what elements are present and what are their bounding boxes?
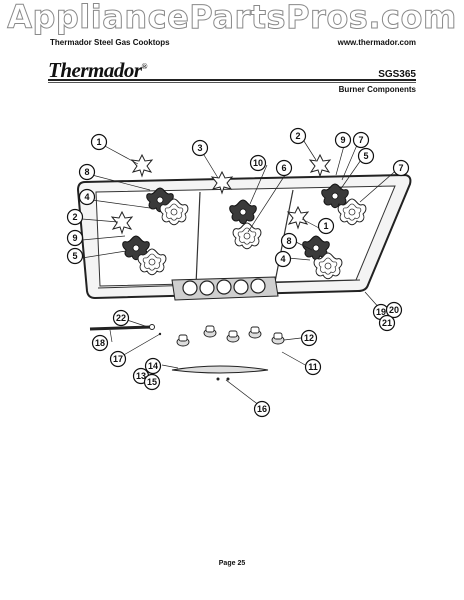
- callout-3-label: 3: [197, 143, 202, 153]
- brand-mark: ®: [141, 62, 148, 71]
- callout-8b-label: 8: [286, 236, 291, 246]
- callout-6-label: 6: [281, 163, 286, 173]
- callout-7a-label: 7: [358, 135, 363, 145]
- loose-parts: [89, 324, 285, 381]
- website: www.thermador.com: [337, 38, 416, 47]
- watermark: AppliancePartsPros.com: [7, 0, 457, 36]
- header-rule-thin: [48, 82, 416, 83]
- callout-16: 16: [253, 400, 271, 418]
- callout-21-label: 21: [382, 318, 392, 328]
- callout-18: 18: [91, 334, 109, 352]
- callout-8a-label: 8: [84, 167, 89, 177]
- callout-1a-label: 1: [96, 137, 101, 147]
- section-title: Burner Components: [338, 85, 416, 94]
- callout-1b-label: 1: [323, 221, 328, 231]
- callout-13-label: 13: [136, 371, 146, 381]
- callout-10-label: 10: [253, 158, 263, 168]
- callout-9a: 9: [66, 229, 84, 247]
- callout-8a: 8: [78, 163, 96, 181]
- callout-17: 17: [109, 350, 127, 368]
- callout-9b-label: 9: [340, 135, 345, 145]
- header-rule: [48, 79, 416, 81]
- callout-22: 22: [112, 309, 130, 327]
- callout-2b-label: 2: [295, 131, 300, 141]
- callout-12-label: 12: [304, 333, 314, 343]
- callout-7b: 7: [392, 159, 410, 177]
- callout-8b: 8: [280, 232, 298, 250]
- page-number: Page 25: [218, 560, 246, 567]
- callout-4b: 4: [274, 250, 292, 268]
- callout-21: 21: [378, 314, 396, 332]
- callout-9b: 9: [334, 131, 352, 149]
- callout-1a: 1: [90, 133, 108, 151]
- callout-5b-label: 5: [363, 151, 368, 161]
- exploded-parts-diagram: 1 8 4 2 9 5 3 10 6 2 9 7 5 7 1 8 4 19 20…: [66, 127, 412, 418]
- callout-4b-label: 4: [280, 254, 285, 264]
- callout-16-label: 16: [257, 404, 267, 414]
- callout-6: 6: [275, 159, 293, 177]
- callout-12: 12: [300, 329, 318, 347]
- callout-2a-label: 2: [72, 212, 77, 222]
- callout-5a-label: 5: [72, 251, 77, 261]
- callout-19-label: 19: [376, 307, 386, 317]
- callout-20: 20: [385, 301, 403, 319]
- callout-1b: 1: [317, 217, 335, 235]
- product-line: Thermador Steel Gas Cooktops: [50, 38, 170, 47]
- callout-9a-label: 9: [72, 233, 77, 243]
- callout-22-label: 22: [116, 313, 126, 323]
- control-panel: [171, 276, 279, 301]
- callout-10: 10: [249, 154, 267, 172]
- callout-17-label: 17: [113, 354, 123, 364]
- callout-5a: 5: [66, 247, 84, 265]
- callout-11-label: 11: [308, 362, 318, 372]
- callout-14: 14: [144, 357, 162, 375]
- callout-7a: 7: [352, 131, 370, 149]
- model-number: SGS365: [378, 69, 416, 80]
- brand-logo: Thermador®: [48, 58, 148, 83]
- callout-14-label: 14: [148, 361, 158, 371]
- callout-2a: 2: [66, 208, 84, 226]
- callout-11: 11: [304, 358, 322, 376]
- callout-5b: 5: [357, 147, 375, 165]
- callout-18-label: 18: [95, 338, 105, 348]
- callout-20-label: 20: [389, 305, 399, 315]
- brand-name: Thermador: [48, 58, 142, 82]
- callout-4a: 4: [78, 188, 96, 206]
- callout-3: 3: [191, 139, 209, 157]
- callout-4a-label: 4: [84, 192, 89, 202]
- callout-15-label: 15: [147, 377, 157, 387]
- callout-2b: 2: [289, 127, 307, 145]
- callout-7b-label: 7: [398, 163, 403, 173]
- callout-15: 15: [143, 373, 161, 391]
